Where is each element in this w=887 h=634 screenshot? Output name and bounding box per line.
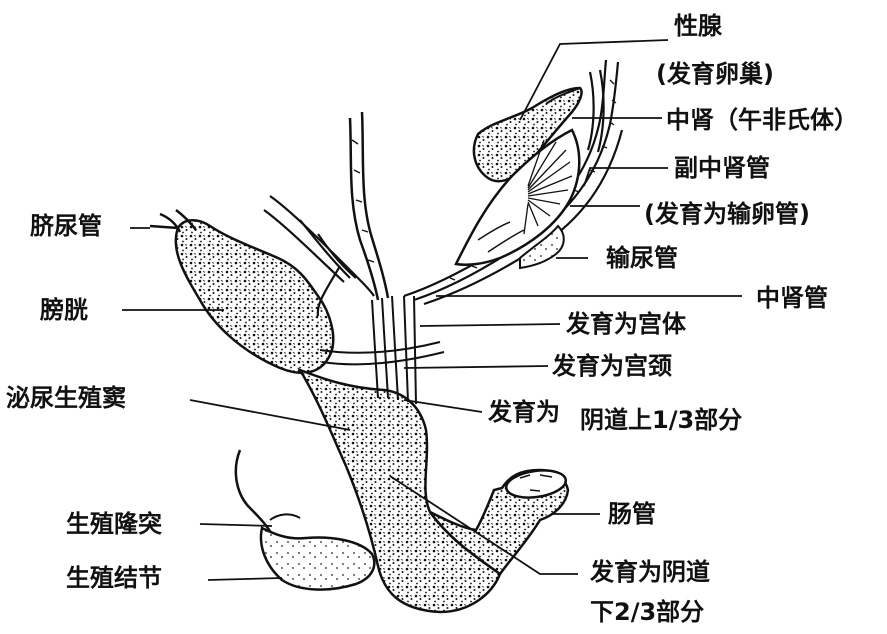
label-genital-swelling: 生殖隆突	[66, 512, 162, 536]
bladder-shape	[176, 220, 333, 373]
label-intestine: 肠管	[608, 502, 656, 526]
label-genital-tubercle: 生殖结节	[66, 566, 162, 590]
label-urogenital-sinus: 泌尿生殖窦	[6, 386, 126, 410]
label-vagina-upper-prefix: 发育为	[488, 400, 560, 424]
label-paramesonephric-duct: 副中肾管	[674, 156, 770, 180]
label-gonad-note: (发育卵巢)	[656, 62, 774, 86]
label-vagina-lower: 发育为阴道	[590, 560, 710, 584]
label-cervix: 发育为宫颈	[552, 354, 672, 378]
label-uterus-body: 发育为宫体	[566, 312, 686, 336]
label-paramesonephric-note: (发育为输卵管)	[644, 202, 810, 226]
label-urachus: 脐尿管	[30, 214, 102, 238]
genital-tubercle-shape	[261, 528, 374, 590]
label-ureter: 输尿管	[606, 246, 678, 270]
label-bladder: 膀胱	[40, 298, 88, 322]
label-mesonephric-duct: 中肾管	[756, 286, 828, 310]
label-vagina-upper: 阴道上1/3部分	[580, 408, 742, 432]
label-mesonephros: 中肾（午非氏体）	[666, 108, 858, 132]
label-vagina-lower-2: 下2/3部分	[590, 600, 704, 624]
label-gonad: 性腺	[674, 14, 722, 38]
central-stem	[350, 112, 388, 300]
